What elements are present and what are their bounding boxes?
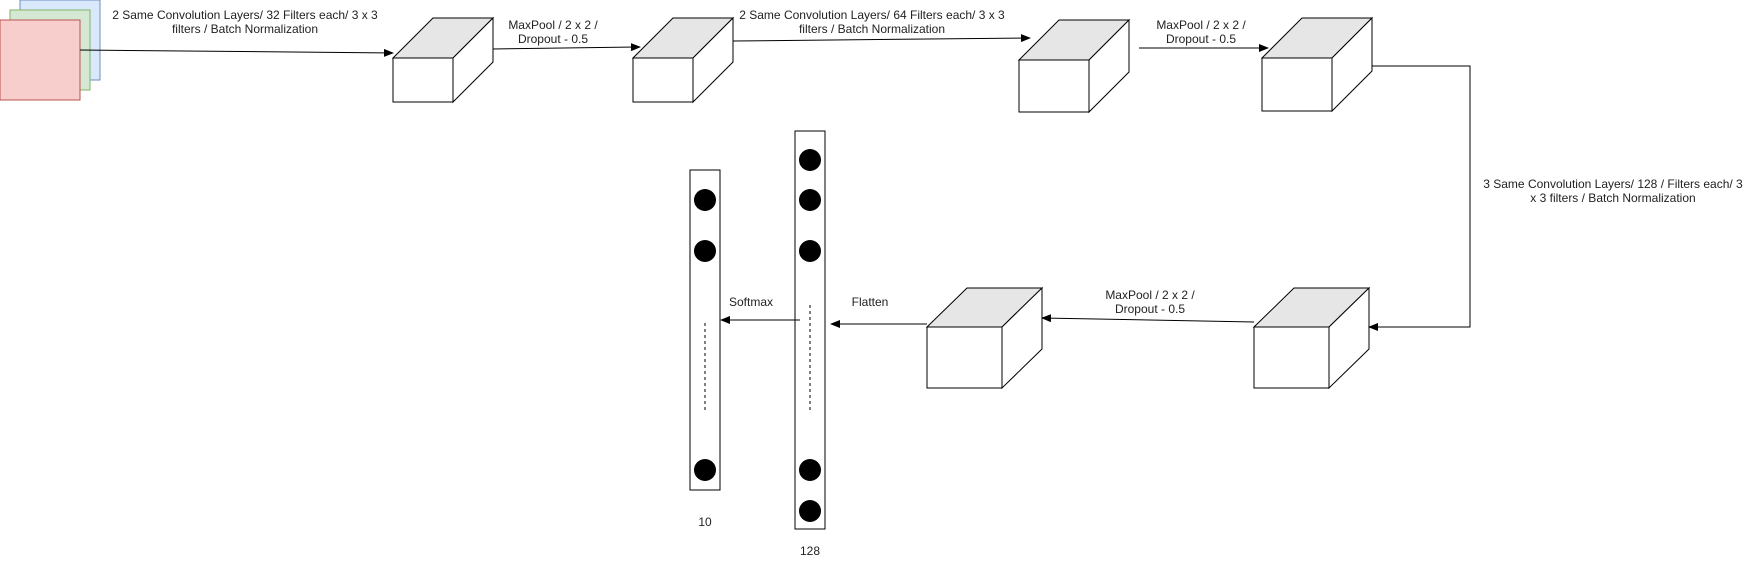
arrow-cube1-to-cube2 bbox=[492, 43, 641, 52]
cube-front bbox=[392, 57, 454, 103]
neuron bbox=[694, 240, 716, 262]
cube-front bbox=[632, 57, 694, 103]
feature-map-cube-2 bbox=[631, 16, 735, 104]
arrow-cube4-to-cube5 bbox=[1368, 65, 1471, 331]
cube-front bbox=[926, 326, 1003, 389]
feature-map-cube-5 bbox=[1252, 286, 1371, 390]
dense-layer-128 bbox=[794, 130, 826, 530]
softmax-label: Softmax bbox=[728, 295, 773, 309]
input-image-stack bbox=[0, 0, 101, 101]
conv3-label: 3 Same Convolution Layers/ 128 / Filters… bbox=[1483, 177, 1743, 205]
flatten-label: Flatten bbox=[851, 295, 889, 309]
conv1-label: 2 Same Convolution Layers/ 32 Filters ea… bbox=[112, 8, 378, 36]
input-channel-red bbox=[0, 19, 81, 101]
neuron bbox=[799, 459, 821, 481]
feature-map-cube-6 bbox=[925, 286, 1044, 390]
feature-map-cube-4 bbox=[1260, 16, 1374, 113]
neuron bbox=[694, 189, 716, 211]
pool2-label: MaxPool / 2 x 2 / Dropout - 0.5 bbox=[1156, 18, 1246, 46]
output-layer-10 bbox=[689, 169, 721, 491]
arrow-cube5-to-cube6 bbox=[1041, 314, 1255, 323]
feature-map-cube-3 bbox=[1017, 18, 1131, 114]
output-size-label: 10 bbox=[698, 515, 712, 529]
arrow-input-to-cube1 bbox=[79, 48, 394, 57]
neuron bbox=[799, 240, 821, 262]
cube-front bbox=[1261, 57, 1333, 112]
neuron bbox=[799, 500, 821, 522]
conv2-label: 2 Same Convolution Layers/ 64 Filters ea… bbox=[739, 8, 1005, 36]
arrow-cube2-to-cube3 bbox=[732, 34, 1031, 43]
feature-map-cube-1 bbox=[391, 16, 495, 104]
cube-front bbox=[1018, 59, 1090, 113]
neuron bbox=[799, 189, 821, 211]
pool1-label: MaxPool / 2 x 2 / Dropout - 0.5 bbox=[508, 18, 598, 46]
neuron bbox=[694, 459, 716, 481]
pool3-label: MaxPool / 2 x 2 / Dropout - 0.5 bbox=[1105, 288, 1195, 316]
dense-size-label: 128 bbox=[799, 544, 821, 558]
cube-front bbox=[1253, 326, 1330, 389]
neuron bbox=[799, 149, 821, 171]
